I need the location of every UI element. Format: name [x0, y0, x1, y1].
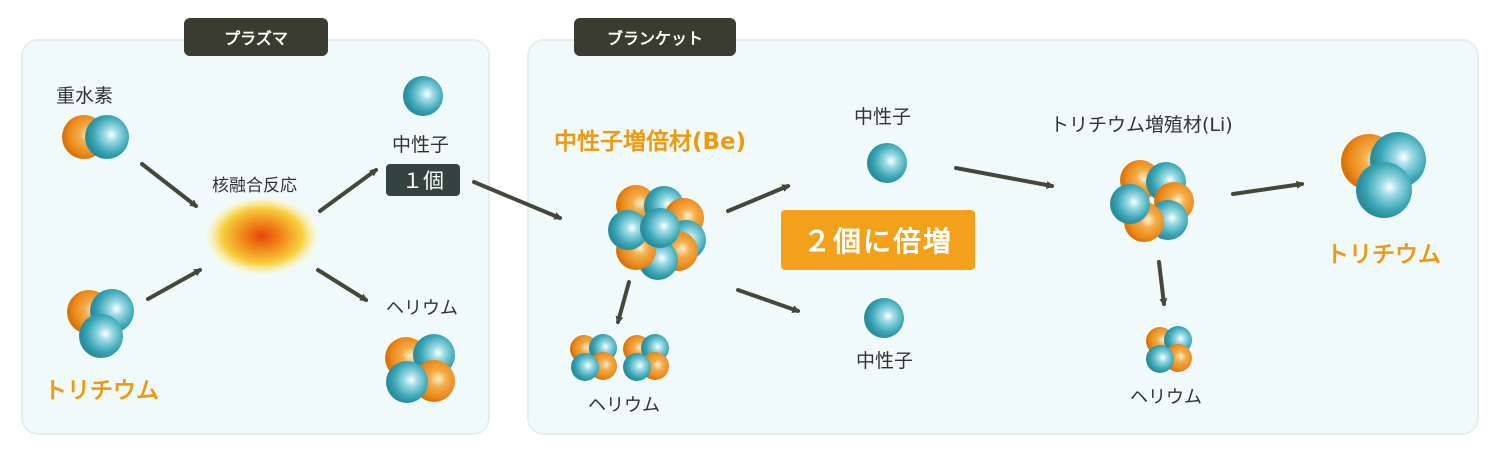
arrow-deuterium-to-fusion: [140, 162, 198, 208]
neutron-label-plasma: 中性子: [392, 134, 450, 156]
tritium-output-label: トリチウム: [1326, 242, 1441, 268]
arrow-tritium-to-fusion: [146, 268, 203, 301]
fusion-reaction-glow: [204, 196, 320, 276]
lithium-nucleus: [1110, 160, 1194, 242]
helium-label-plasma: ヘリウム: [386, 298, 458, 319]
helium-label-li: ヘリウム: [1130, 387, 1202, 408]
neutron-label-bottom: 中性子: [856, 350, 914, 372]
arrow-be-to-neutron-top: [726, 184, 791, 213]
plasma-tag: プラズマ: [184, 18, 328, 56]
helium-atom-right: [623, 334, 669, 381]
tritium-input-label: トリチウム: [44, 378, 159, 404]
neutron-particle-bottom: [864, 298, 904, 338]
neutron-label-top: 中性子: [854, 106, 912, 128]
blanket-panel: [527, 39, 1479, 435]
doubling-callout: ２個に倍増: [781, 210, 975, 270]
arrow-fusion-to-helium: [316, 268, 369, 302]
neutron-multiplier-label: 中性子増倍材(Be): [554, 129, 747, 155]
arrow-neutron-to-be: [472, 180, 563, 220]
fusion-reaction-label: 核融合反応: [212, 176, 297, 196]
arrow-be-to-neutron-bottom: [736, 288, 801, 313]
helium-label-be: ヘリウム: [588, 395, 660, 416]
blanket-tag: ブランケット: [574, 18, 736, 56]
tritium-breeder-label: トリチウム増殖材(Li): [1050, 114, 1233, 136]
arrow-li-to-helium: [1157, 260, 1168, 307]
arrow-li-to-tritium: [1231, 180, 1305, 196]
tritium-atom-output: [1341, 132, 1426, 218]
count-one-badge: １個: [386, 164, 460, 196]
helium-atom-li: [1146, 326, 1192, 373]
neutron-particle-top: [867, 143, 907, 183]
beryllium-nucleus: [608, 185, 706, 280]
arrow-fusion-to-neutron: [318, 168, 379, 213]
helium-atom-left: [570, 334, 617, 381]
arrow-be-to-helium: [615, 280, 631, 325]
helium-atom: [385, 334, 455, 403]
deuterium-label: 重水素: [56, 85, 114, 107]
arrow-neutron-to-li: [954, 166, 1055, 189]
tritium-atom: [67, 289, 134, 358]
deuterium-atom: [62, 115, 129, 159]
neutron-particle: [403, 76, 443, 116]
